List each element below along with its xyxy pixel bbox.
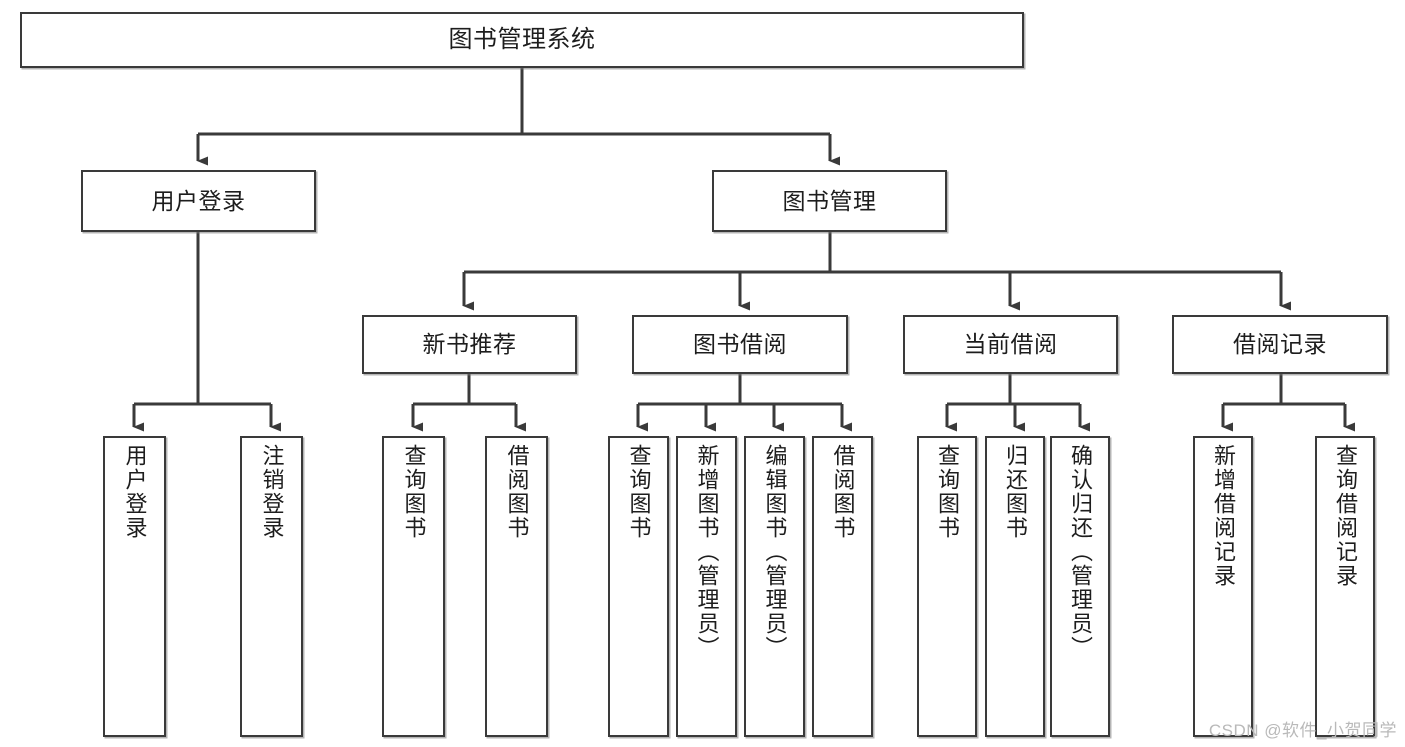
node-label: 借阅记录 [1233, 331, 1327, 358]
node-label: 确认归还（管理员） [1067, 444, 1093, 660]
node-root-book-management-system[interactable]: 图书管理系统 [20, 12, 1024, 68]
node-new-book-recommend[interactable]: 新书推荐 [362, 315, 577, 374]
node-label: 查询借阅记录 [1332, 444, 1358, 588]
node-label: 用户登录 [122, 444, 148, 540]
node-label: 当前借阅 [963, 331, 1058, 358]
leaf-new-book-query-books[interactable]: 查询图书 [382, 436, 445, 737]
leaf-borrow-record-query-record[interactable]: 查询借阅记录 [1315, 436, 1375, 737]
node-label: 新书推荐 [422, 331, 517, 358]
leaf-user-login-sign-out[interactable]: 注销登录 [240, 436, 303, 737]
leaf-user-login-sign-in[interactable]: 用户登录 [103, 436, 166, 737]
node-borrow-record[interactable]: 借阅记录 [1172, 315, 1388, 374]
leaf-current-borrow-return-books[interactable]: 归还图书 [985, 436, 1045, 737]
node-label: 编辑图书（管理员） [762, 444, 788, 660]
leaf-book-borrow-query-books[interactable]: 查询图书 [608, 436, 669, 737]
node-label: 新增图书（管理员） [694, 444, 720, 660]
node-label: 借阅图书 [504, 444, 530, 540]
node-label: 借阅图书 [830, 444, 856, 540]
leaf-current-borrow-query-books[interactable]: 查询图书 [917, 436, 977, 737]
node-label: 新增借阅记录 [1210, 444, 1236, 588]
node-label: 归还图书 [1002, 444, 1028, 540]
node-book-borrow[interactable]: 图书借阅 [632, 315, 848, 374]
node-label: 图书借阅 [693, 331, 787, 358]
node-label: 用户登录 [151, 187, 246, 214]
watermark-text: CSDN @软件_小贺同学 [1208, 721, 1397, 740]
node-book-management[interactable]: 图书管理 [712, 170, 947, 232]
leaf-borrow-record-add-record[interactable]: 新增借阅记录 [1193, 436, 1253, 737]
node-user-login[interactable]: 用户登录 [81, 170, 316, 232]
leaf-book-borrow-borrow-books[interactable]: 借阅图书 [812, 436, 873, 737]
leaf-new-book-borrow-books[interactable]: 借阅图书 [485, 436, 548, 737]
node-label: 查询图书 [934, 444, 960, 540]
leaf-book-borrow-edit-book-admin[interactable]: 编辑图书（管理员） [744, 436, 805, 737]
node-label: 注销登录 [259, 444, 285, 540]
leaf-current-borrow-confirm-return-admin[interactable]: 确认归还（管理员） [1050, 436, 1110, 737]
node-label: 查询图书 [401, 444, 427, 540]
leaf-book-borrow-add-book-admin[interactable]: 新增图书（管理员） [676, 436, 737, 737]
node-label: 图书管理系统 [448, 26, 596, 54]
node-label: 查询图书 [626, 444, 652, 540]
node-current-borrow[interactable]: 当前借阅 [903, 315, 1118, 374]
node-label: 图书管理 [782, 187, 877, 214]
